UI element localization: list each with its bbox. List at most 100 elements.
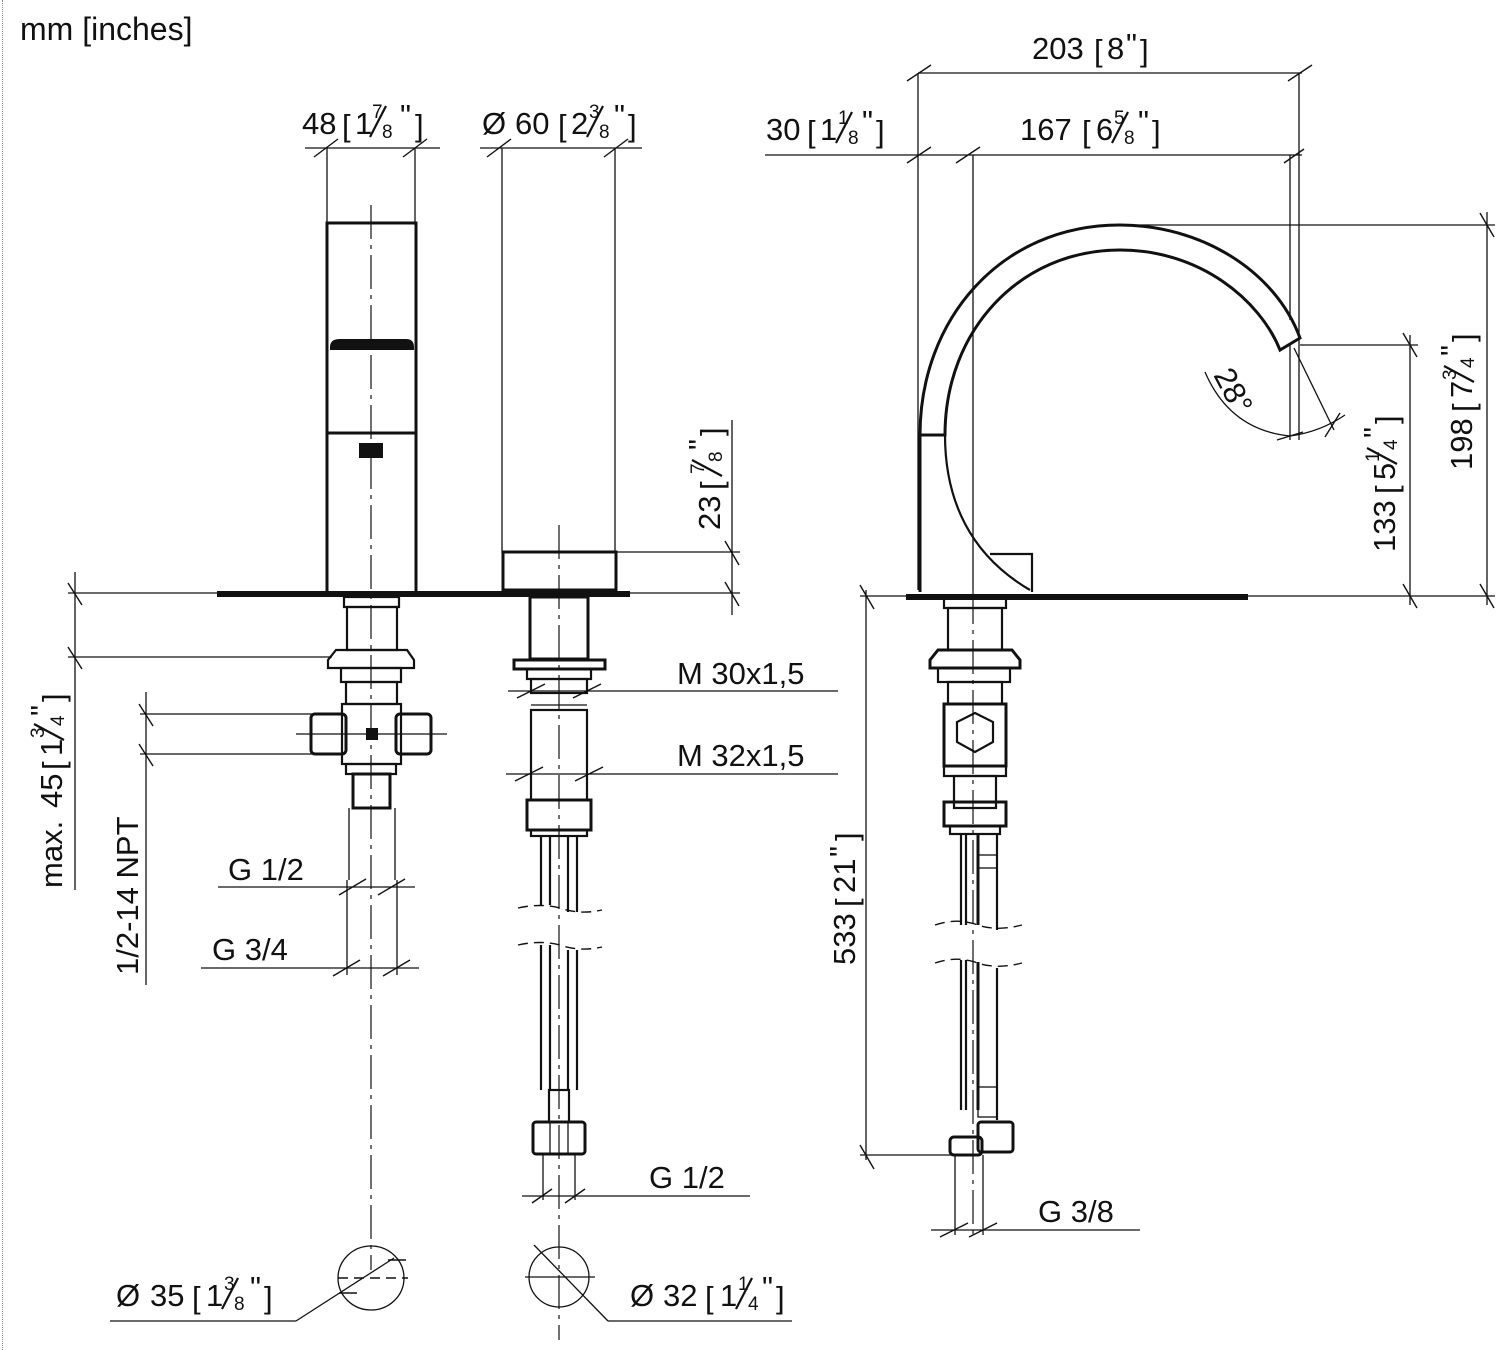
m32-label: M 32x1,5 [677, 738, 805, 773]
spout-base-block [990, 552, 1034, 592]
spout-reach-inch-den: 8 [1124, 128, 1135, 149]
hole-left-inch-den: 8 [234, 1294, 245, 1315]
base-height-quote: " [682, 439, 717, 450]
bracket-open: [ [807, 114, 816, 149]
g-three-quarter-dimension: G 3/4 [201, 932, 419, 977]
base-diameter-inch-whole: 2 [571, 106, 588, 141]
hole-left-quote: " [250, 1270, 261, 1305]
max-deck-inch-whole: 1 [34, 739, 69, 756]
units-label: mm [inches] [20, 11, 192, 47]
spout-height-inch-num: 3 [1440, 369, 1461, 380]
bracket-close: ] [36, 693, 71, 702]
base-diameter-dimension: Ø 60 [ 2 3 8 " ] [480, 98, 642, 553]
max-deck-quote: " [24, 705, 59, 716]
hose-length-quote: " [823, 846, 858, 857]
base-height-mm: 23 [692, 496, 727, 530]
spout-offset-quote: " [862, 104, 873, 139]
spout-height-inch-den: 4 [1458, 357, 1479, 368]
handle-view: 4 8 [ 1 7 8 " ] [24, 98, 447, 1322]
hole-right-quote: " [762, 1270, 773, 1305]
outlet-height-quote: " [1357, 427, 1392, 438]
outlet-height-mm: 133 [1367, 500, 1402, 552]
g-three-eighth-label: G 3/8 [1038, 1194, 1114, 1229]
base-height-inch-den: 8 [706, 451, 727, 462]
base-height-dimension: 23 [ 7 8 " ] [616, 420, 740, 615]
bracket-close: ] [415, 108, 424, 143]
max-deck-inch-den: 4 [48, 715, 69, 726]
spout-offset-mm: 30 [766, 112, 800, 147]
bracket-close: ] [694, 427, 729, 436]
g-three-quarter-label: G 3/4 [212, 932, 288, 967]
npt-label: 1/2-14 NPT [110, 816, 145, 975]
bracket-close: ] [1152, 114, 1161, 149]
spout-offset-inch-den: 8 [848, 128, 859, 149]
bracket-open: [ [558, 108, 567, 143]
spout-offset-inch-num: 1 [838, 108, 849, 129]
spout-height-mm: 198 [1444, 418, 1479, 470]
bracket-open: [ [342, 108, 351, 143]
spout-angle-label: 28° [1207, 362, 1260, 420]
bracket-open: [ [1094, 33, 1103, 68]
hole-right-dimension: Ø 32 [ 1 1 4 " ] [525, 1244, 792, 1322]
hex-nut-icon [955, 711, 995, 754]
bracket-open: [ [694, 481, 729, 490]
handle-indicator [359, 443, 383, 458]
spout-height-quote: " [1434, 345, 1469, 356]
g-half-left-dimension: G 1/2 [218, 852, 415, 896]
m30-thread-dimension: M 30x1,5 [508, 656, 838, 699]
bracket-close: ] [876, 114, 885, 149]
bracket-close: ] [264, 1280, 273, 1315]
bracket-close: ] [829, 832, 864, 841]
handle-width-inch-den: 8 [382, 122, 393, 143]
hole-right-inch-den: 4 [748, 1294, 759, 1315]
m32-thread-dimension: M 32x1,5 [506, 738, 838, 782]
spout-offset-inch-whole: 1 [820, 112, 837, 147]
base-diameter-quote: " [614, 98, 625, 133]
spout-arc [918, 223, 1302, 437]
hole-left-inch-whole: 1 [206, 1278, 223, 1313]
spout-reach-quote: " [1138, 104, 1149, 139]
hole-right-mm: 32 [663, 1278, 697, 1313]
handle-width-inch-num: 7 [372, 102, 383, 123]
g-half-center-label: G 1/2 [649, 1160, 725, 1195]
bracket-close: ] [1140, 33, 1149, 68]
spout-total-reach-inch: 8 [1107, 31, 1124, 66]
hole-left-symbol: Ø [116, 1278, 140, 1313]
hole-right-symbol: Ø [630, 1278, 654, 1313]
m30-label: M 30x1,5 [677, 656, 805, 691]
g-three-eighth-dimension: G 3/8 [931, 1194, 1140, 1238]
spout-total-reach-dimension: 203 [ 8 " ] [906, 27, 1313, 82]
max-deck-thickness-dimension: max. 45 [ 1 3 4 " ] [24, 572, 332, 890]
hose-length-dimension: 533 [ 21 " ] [823, 584, 955, 1170]
handle-width-quote: " [400, 98, 411, 133]
outlet-height-inch-whole: 5 [1367, 463, 1402, 480]
bracket-open: [ [192, 1280, 201, 1315]
hose-length-inch: 21 [827, 859, 862, 893]
npt-thread-dimension: 1/2-14 NPT [110, 692, 312, 985]
spout-offset-dimension: 30 [ 1 1 8 " ] [765, 73, 1305, 590]
spout-view: 203 [ 8 " ] 30 [ 1 1 8 " ] 167 [ [765, 27, 1495, 1240]
base-diameter-inch-num: 3 [589, 102, 600, 123]
hole-left-dimension: Ø 35 [ 1 3 8 " ] [110, 1245, 408, 1322]
bracket-open: [ [1446, 403, 1481, 412]
spout-total-reach-mm: 203 [1032, 31, 1084, 66]
drawing-frame-edge [2, 0, 3, 1350]
g-half-center-dimension: G 1/2 [522, 1160, 750, 1204]
max-deck-prefix: max. [34, 821, 69, 888]
bracket-open: [ [829, 898, 864, 907]
spout-reach-mm: 167 [1020, 112, 1072, 147]
spout-angle-dimension: 28° [1204, 345, 1346, 441]
outlet-height-inch-num: 1 [1363, 451, 1384, 462]
base-diameter-symbol: Ø [482, 106, 506, 141]
spout-body-front [943, 434, 1031, 591]
spout-reach-inch-whole: 6 [1096, 112, 1113, 147]
hole-left-mm: 35 [150, 1278, 184, 1313]
hose-length-mm: 533 [827, 913, 862, 965]
bracket-close: ] [776, 1280, 785, 1315]
outlet-height-inch-den: 4 [1381, 439, 1402, 450]
spout-height-inch-whole: 7 [1444, 381, 1479, 398]
handle-width-dimension: 48 [ 1 7 8 " ] [302, 98, 440, 225]
hole-right-inch-num: 1 [738, 1274, 749, 1295]
bracket-close: ] [628, 108, 637, 143]
